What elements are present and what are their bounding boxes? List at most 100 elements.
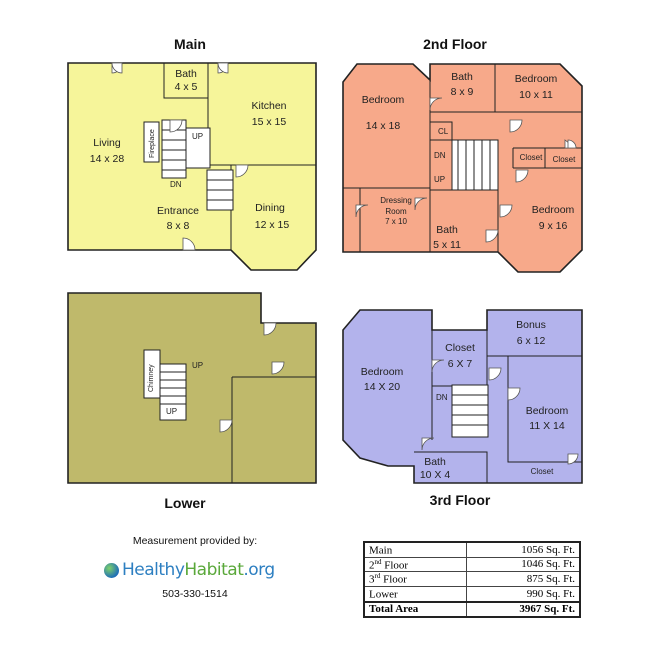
area-floor-value: 1046 Sq. Ft. [465,556,581,573]
door-icon [509,119,523,133]
second-bedroom-left-label: Bedroom [362,94,405,106]
second-bedroom-top-size: 10 x 11 [519,89,553,101]
third-closet-top-size: 6 X 7 [448,358,473,370]
logo-healthy: Healthy [122,560,185,580]
phone-number: 503-330-1514 [162,588,228,600]
door-icon [515,169,529,183]
entrance-size: 8 x 8 [167,220,190,232]
area-floor-name: Main [363,541,467,558]
third-floor-plan: Bonus 6 x 12 Closet 6 X 7 Bedroom 14 X 2… [342,309,583,484]
door-icon [414,197,428,211]
lower-floor-plan: Chimney UP UP [67,292,317,484]
logo-text: HealthyHabitat.org [122,560,275,580]
third-bedroom-right-size: 11 X 14 [529,420,565,432]
door-icon [499,204,513,218]
door-icon [235,164,249,178]
second-floor-title: 2nd Floor [423,36,487,52]
third-closet-top-label: Closet [445,342,475,354]
lower-up-label-1: UP [192,361,203,370]
second-closet1-label: Closet [520,153,543,162]
third-closet-bottom-label: Closet [531,467,554,476]
second-stairs [451,139,499,191]
third-bedroom-left-label: Bedroom [361,366,404,378]
chimney-label: Chimney [148,364,155,392]
door-icon [567,139,577,149]
area-floor-value: 990 Sq. Ft. [465,585,581,603]
total-label: Total Area [363,600,467,618]
second-up-label: UP [434,175,445,184]
dressing-label-1: Dressing [380,196,412,205]
main-bath-label: Bath [175,68,197,80]
lower-floor-outline [67,292,317,484]
area-floor-name: Lower [363,585,467,603]
second-bedroom-right-size: 9 x 16 [539,220,568,232]
second-dn-label: DN [434,151,446,160]
third-dn-label: DN [436,393,448,402]
area-floor-value: 875 Sq. Ft. [465,571,581,587]
door-icon [182,237,196,251]
third-bedroom-right-label: Bedroom [526,405,569,417]
door-icon [488,367,502,381]
entrance-label: Entrance [157,205,199,217]
kitchen-label: Kitchen [251,100,286,112]
fireplace-label: Fireplace [149,129,156,158]
living-size: 14 x 28 [90,153,125,165]
area-floor-name: 2nd Floor [363,556,467,573]
main-floor-plan: Bath 4 x 5 Kitchen 15 x 15 Living 14 x 2… [67,62,317,271]
door-icon [421,437,435,451]
dressing-size: 7 x 10 [385,217,407,226]
door-icon [169,119,183,133]
second-bedroom-right-label: Bedroom [532,204,575,216]
third-floor-title: 3rd Floor [429,492,491,508]
main-stair-up [185,127,211,169]
second-cl-label: CL [438,127,449,136]
total-row: Total Area 3967 Sq. Ft. [363,600,581,618]
door-icon [429,97,443,111]
door-icon [507,387,521,401]
door-icon [111,62,123,74]
lower-interior-walls [231,376,316,483]
door-icon [263,322,277,336]
second-bedroom-top-label: Bedroom [515,73,558,85]
second-bath-top-size: 8 x 9 [451,86,474,98]
main-floor-title: Main [174,36,206,52]
globe-icon [104,562,119,578]
lower-floor-title: Lower [164,495,206,511]
third-interior-walls [414,330,582,483]
bonus-label: Bonus [516,319,546,331]
second-bath-bottom-size: 5 x 11 [433,239,461,251]
third-bedroom-left-size: 14 X 20 [364,381,400,393]
fireplace-block [143,121,160,163]
door-icon [355,204,369,218]
living-label: Living [93,137,121,149]
door-icon [219,419,233,433]
main-up-label: UP [192,132,203,141]
logo-habitat: Habitat [184,560,244,580]
door-icon [567,453,579,465]
dining-size: 12 x 15 [255,219,290,231]
dressing-label-2: Room [385,207,407,216]
bonus-size: 6 x 12 [517,335,546,347]
dining-label: Dining [255,202,285,214]
main-bath-size: 4 x 5 [175,81,198,93]
door-icon [271,361,285,375]
lower-landing [159,403,187,421]
second-floor-plan: Bath 8 x 9 Bedroom 10 x 11 Bedroom 14 x … [342,63,583,273]
lower-stairs [159,363,187,405]
second-bedroom-left-size: 14 x 18 [366,120,401,132]
second-bath-top-label: Bath [451,71,473,83]
area-floor-name: 3rd Floor [363,571,467,587]
main-interior-walls [163,63,316,250]
healthy-habitat-logo: HealthyHabitat.org [104,560,294,580]
kitchen-size: 15 x 15 [252,116,287,128]
third-bath-size: 10 X 4 [420,469,451,481]
logo-org: .org [243,560,275,580]
second-bath-bottom-label: Bath [436,224,458,236]
door-icon [485,229,499,243]
second-closet2-label: Closet [553,155,576,164]
